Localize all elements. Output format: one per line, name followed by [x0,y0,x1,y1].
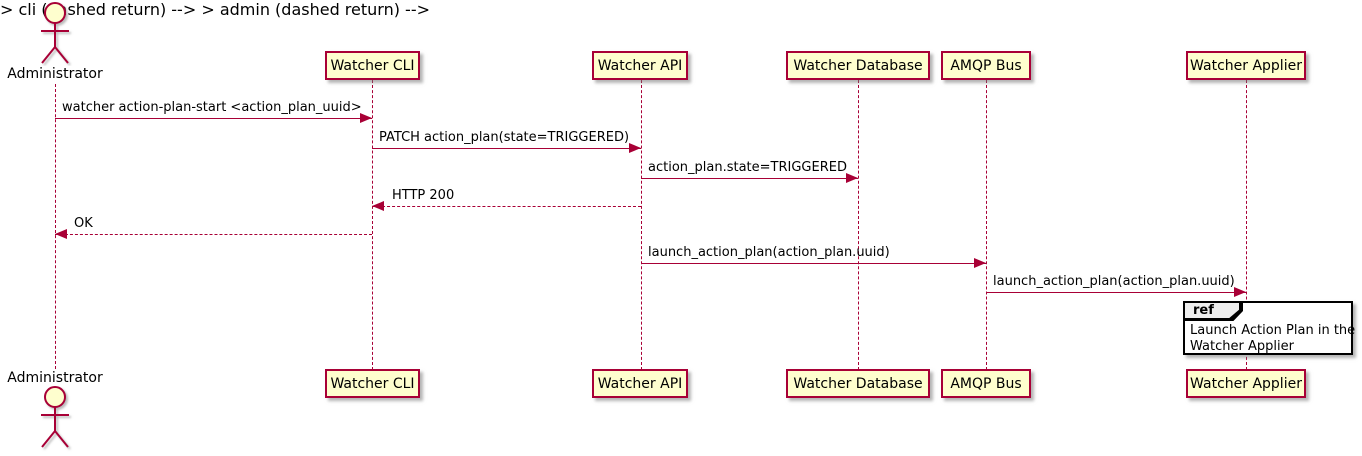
participant-bottom-amqp-bus: AMQP Bus [941,369,1031,398]
message-line-5 [55,234,372,235]
participant-label: Watcher Database [793,375,923,392]
lifeline-amqp-bus [986,80,987,370]
ref-header: ref [1183,301,1243,321]
arrowhead-right-icon [360,113,372,123]
ref-fragment: ref Launch Action Plan in the Watcher Ap… [1183,301,1355,355]
lifeline-watcher-database [858,80,859,370]
message-label-5: OK [74,216,93,231]
ref-text-line-2: Watcher Applier [1190,339,1294,354]
participant-bottom-watcher-database: Watcher Database [786,369,930,398]
lifeline-watcher-api [641,80,642,370]
message-label-2: PATCH action_plan(state=TRIGGERED) [379,130,630,145]
participant-bottom-watcher-cli: Watcher CLI [325,369,420,398]
message-line-7 [986,292,1246,293]
participant-label: Watcher CLI [330,375,415,392]
participant-label: Watcher API [597,57,683,74]
message-label-3: action_plan.state=TRIGGERED [648,160,847,175]
ref-text-line-1: Launch Action Plan in the [1190,323,1356,338]
actor-label-bottom: Administrator [7,370,103,386]
participant-label: Watcher Applier [1190,57,1302,74]
participant-label: AMQP Bus [950,375,1022,392]
actor-icon [41,386,69,448]
participant-label: Watcher CLI [330,57,415,74]
participant-top-amqp-bus: AMQP Bus [941,51,1031,80]
participant-top-watcher-api: Watcher API [592,51,688,80]
lifeline-watcher-applier [1246,80,1247,370]
arrowhead-right-icon [846,173,858,183]
arrowhead-right-icon [629,143,641,153]
participant-label: Watcher API [597,375,683,392]
arrowhead-left-icon [372,201,384,211]
message-line-4 [372,206,641,207]
arrowhead-right-icon [974,258,986,268]
message-line-3 [641,178,858,179]
participant-label: AMQP Bus [950,57,1022,74]
message-line-1 [55,118,372,119]
participant-label: Watcher Applier [1190,375,1302,392]
actor-label-top: Administrator [7,66,103,82]
participant-top-watcher-cli: Watcher CLI [325,51,420,80]
participant-top-watcher-applier: Watcher Applier [1186,51,1306,80]
participant-top-watcher-database: Watcher Database [786,51,930,80]
ref-keyword: ref [1185,303,1239,318]
participant-bottom-watcher-api: Watcher API [592,369,688,398]
actor-icon [41,2,69,64]
lifeline-administrator [55,84,56,369]
message-label-6: launch_action_plan(action_plan.uuid) [648,245,890,260]
message-label-4: HTTP 200 [392,188,455,203]
message-label-1: watcher action-plan-start <action_plan_u… [62,100,362,115]
arrowhead-left-icon [55,229,67,239]
participant-bottom-watcher-applier: Watcher Applier [1186,369,1306,398]
participant-label: Watcher Database [793,57,923,74]
message-label-7: launch_action_plan(action_plan.uuid) [993,274,1235,289]
arrowhead-right-icon [1234,287,1246,297]
lifeline-watcher-cli [372,80,373,370]
message-line-6 [641,263,986,264]
ref-text: Launch Action Plan in the Watcher Applie… [1190,323,1355,355]
message-line-2 [372,148,641,149]
